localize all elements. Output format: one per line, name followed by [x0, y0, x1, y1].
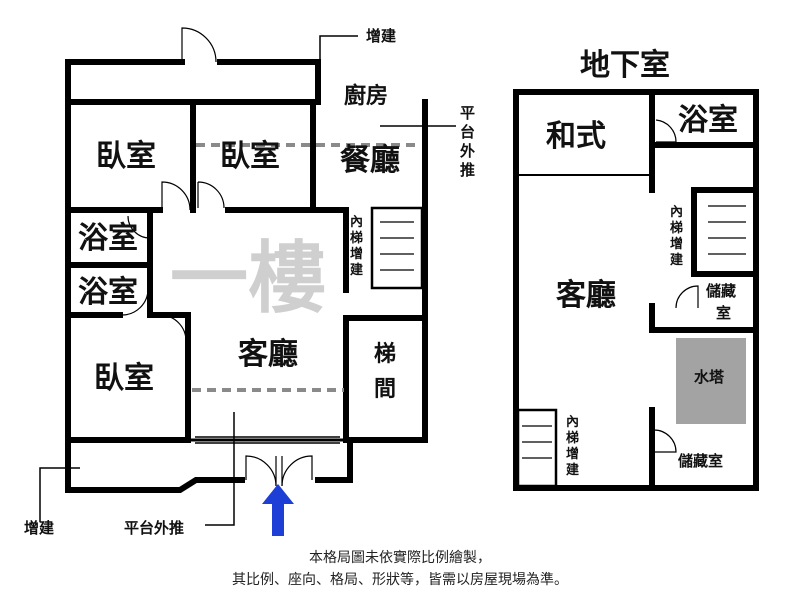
addition-bottom-label: 增建 [24, 519, 55, 537]
inner-stair-label-4: 建 [350, 262, 363, 278]
platform-push-right-4: 推 [460, 161, 475, 179]
basement-living-label: 客廳 [556, 278, 616, 313]
inner-stair-label-1: 內 [350, 214, 363, 230]
bath-2-label: 浴室 [78, 275, 138, 310]
water-tower-label: 水塔 [694, 368, 725, 386]
basement-stair-bottom-2: 梯 [566, 430, 579, 446]
basement-stair-bottom-4: 建 [566, 462, 579, 478]
storage-1-label-2: 室 [716, 304, 731, 322]
dashed-dividers [192, 143, 420, 392]
first-floor-inner-stair [370, 206, 424, 290]
platform-push-right-2: 台 [460, 123, 475, 141]
living-label: 客廳 [238, 337, 298, 372]
storage-2-label: 儲藏室 [678, 452, 723, 470]
inner-stair-label-3: 增 [350, 246, 363, 262]
basement-stair-bottom-1: 內 [566, 414, 579, 430]
basement-inner-stair-bottom [516, 408, 558, 488]
bath-1-label: 浴室 [78, 221, 138, 256]
basement-title: 地下室 [580, 48, 670, 83]
basement-stair-bottom-3: 增 [566, 446, 579, 462]
basement-stair-top-3: 增 [670, 236, 683, 252]
bedroom-2-label: 臥室 [220, 139, 280, 174]
disclaimer-line-1: 本格局圖未依實際比例繪製， [309, 549, 491, 566]
basement-stair-top-2: 梯 [670, 220, 683, 236]
stair-hall-label-1: 梯 [374, 341, 396, 367]
disclaimer-line-2: 其比例、座向、格局、形狀等，皆需以房屋現場為準。 [232, 571, 568, 588]
entry-arrow [262, 484, 294, 536]
watermark: 一樓 [170, 234, 326, 324]
dining-label: 餐廳 [340, 143, 400, 178]
storage-1-label-1: 儲藏 [706, 282, 736, 300]
basement-stair-top-1: 內 [670, 204, 683, 220]
inner-stair-label-2: 梯 [350, 230, 363, 246]
platform-push-right-1: 平 [460, 104, 475, 122]
first-floor-windows [65, 59, 340, 444]
first-floor-doors [121, 27, 313, 487]
basement-stair-top-4: 建 [670, 252, 683, 268]
japanese-room-label: 和式 [546, 119, 606, 154]
platform-push-right-3: 外 [459, 142, 475, 160]
basement-inner-stair-top [708, 205, 746, 255]
addition-top-label: 增建 [366, 27, 397, 45]
first-floor-walls [65, 59, 428, 493]
water-tower [676, 338, 746, 424]
platform-push-bottom-label: 平台外推 [124, 519, 184, 537]
basement-bath-label: 浴室 [678, 103, 738, 138]
annotation-leaders [39, 35, 456, 526]
basement-doors [653, 119, 699, 453]
basement-walls [513, 89, 759, 491]
bedroom-1-label: 臥室 [96, 139, 156, 174]
kitchen-label: 廚房 [344, 83, 388, 109]
stair-hall-label-2: 間 [374, 377, 396, 402]
bedroom-3-label: 臥室 [94, 361, 154, 396]
